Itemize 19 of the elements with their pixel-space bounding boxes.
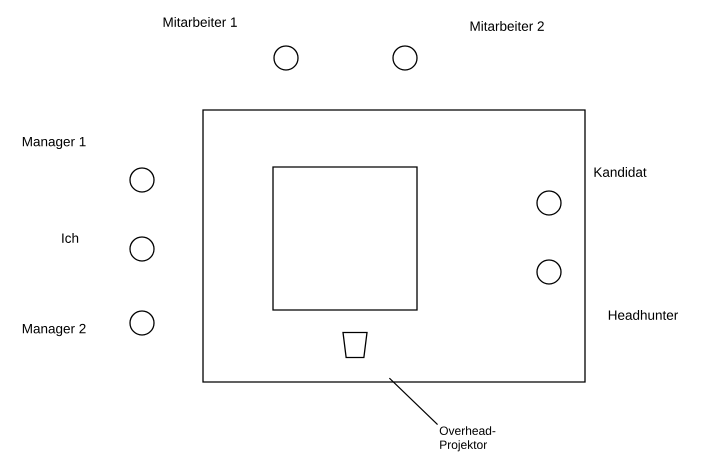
person-label: Mitarbeiter 2 xyxy=(470,21,544,31)
leader-line xyxy=(388,378,438,426)
room-outline xyxy=(202,109,586,383)
person-label: Ich xyxy=(62,233,78,243)
projector-symbol xyxy=(342,332,368,358)
person-label: Kandidat xyxy=(594,167,647,177)
callout-text: Overhead-Projektor xyxy=(440,426,496,452)
person-label: Manager 1 xyxy=(22,136,86,150)
person-circle xyxy=(536,190,562,216)
person-label: Headhunter xyxy=(608,310,678,320)
person-circle xyxy=(536,259,562,285)
person-circle xyxy=(273,45,299,71)
table-box xyxy=(272,166,418,311)
person-circle xyxy=(129,310,155,336)
person-circle xyxy=(129,236,155,262)
person-circle xyxy=(392,45,418,71)
person-circle xyxy=(129,167,155,193)
person-label: Mitarbeiter 1 xyxy=(164,17,237,27)
person-label: Manager 2 xyxy=(22,324,86,336)
